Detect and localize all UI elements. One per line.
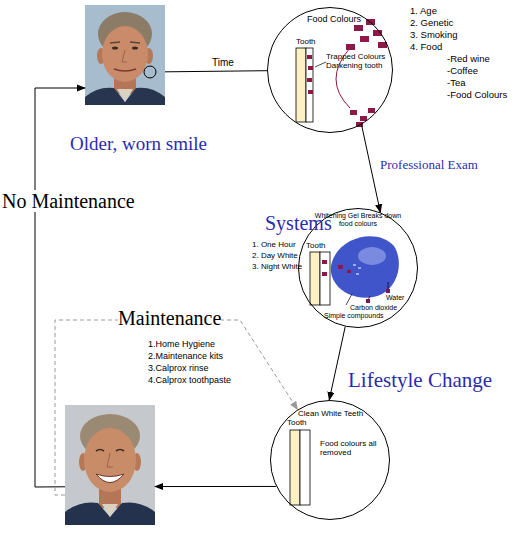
- jacket: [85, 88, 165, 105]
- leader-lines: [346, 282, 388, 305]
- mouth: [114, 69, 136, 71]
- cause-item: 2. Genetic: [410, 18, 453, 28]
- cause-item: 1. Age: [410, 6, 437, 16]
- tooth-enamel: [310, 252, 320, 305]
- circle-heading: Food Colours: [307, 14, 361, 24]
- system-item: 1. One Hour: [252, 241, 296, 250]
- maintenance-item: 1.Home Hygiene: [148, 340, 215, 350]
- part-label: Tooth: [306, 242, 326, 251]
- older-man-photo: [85, 5, 165, 105]
- photo-node: Older, worn smile: [85, 5, 165, 105]
- maintenance-item: 4.Calprox toothpaste: [148, 376, 231, 386]
- flow-connector: [329, 327, 345, 400]
- eye: [132, 47, 138, 50]
- eyes: [96, 450, 124, 452]
- photo-background: [65, 405, 155, 525]
- system-item: 3. Night White: [252, 263, 302, 272]
- nose: [107, 453, 113, 467]
- breakdown-dashes: [353, 265, 361, 274]
- leader-line: [315, 62, 326, 67]
- stain-particle: [307, 78, 312, 82]
- photo-background: [85, 5, 165, 105]
- cause-item: 4. Food: [410, 42, 442, 52]
- stain-particle: [308, 90, 313, 94]
- part-label: Tooth: [287, 419, 307, 428]
- food-item: -Food Colours: [447, 90, 507, 100]
- cause-item: 3. Smoking: [410, 30, 458, 40]
- product-label: Water: [386, 294, 404, 302]
- tooth-surface: [320, 252, 330, 305]
- food-item: -Coffee: [447, 66, 478, 76]
- face: [102, 26, 148, 82]
- edge-label: Maintenance: [118, 307, 221, 329]
- tooth-enamel: [296, 48, 306, 122]
- shirt-collar: [117, 89, 133, 102]
- product-label: Carbon dioxide: [350, 304, 397, 312]
- smile: [96, 474, 124, 483]
- colour-particle: [360, 36, 369, 42]
- stain-particle: [338, 265, 343, 269]
- section-heading: Systems: [265, 212, 332, 234]
- edge-label: Lifestyle Change: [348, 369, 492, 392]
- zoom-marker: [144, 66, 156, 78]
- flow-connector: [55, 320, 298, 495]
- clean-tooth-illustration: [290, 430, 310, 505]
- callout-text: Food colours all removed: [320, 440, 386, 458]
- edge-label: Professional Exam: [380, 158, 478, 172]
- zoom-circle: Clean White TeethToothFood colours all r…: [270, 400, 390, 520]
- colour-particle: [346, 44, 355, 50]
- whitening-gel: [331, 236, 399, 297]
- water-particle: [386, 289, 390, 293]
- tooth-surface: [300, 430, 310, 505]
- stain-particle: [307, 55, 312, 59]
- colour-particle: [360, 116, 367, 121]
- stain-particle: [347, 270, 351, 273]
- callout-text: Trapped Colours Darkening tooth: [326, 53, 388, 71]
- maintenance-item: 2.Maintenance kits: [148, 352, 223, 362]
- flow-connector: [362, 125, 381, 213]
- food-item: -Red wine: [447, 54, 490, 64]
- flow-connector: [155, 486, 276, 487]
- circle-outline: [268, 8, 393, 133]
- photo-node: [65, 405, 155, 525]
- tooth-surface: [306, 48, 313, 122]
- stain-particle: [322, 272, 327, 276]
- happy-man-photo: [65, 405, 155, 525]
- food-item: -Tea: [447, 78, 465, 88]
- stained-tooth-illustration: [296, 19, 387, 127]
- face: [84, 428, 136, 492]
- maintenance-item: 3.Calprox rinse: [148, 364, 209, 374]
- colour-particle: [368, 108, 375, 113]
- stain-particle: [308, 66, 313, 70]
- flow-connector: [165, 71, 267, 72]
- edge-label: No Maintenance: [2, 190, 135, 212]
- circle-outline: [271, 401, 390, 520]
- gel-highlight: [358, 247, 386, 265]
- system-item: 2. Day White: [252, 252, 298, 261]
- product-label: Simple compounds: [324, 312, 384, 320]
- tooth-enamel: [290, 430, 300, 505]
- colour-particle: [354, 25, 363, 31]
- edge-label: Time: [212, 57, 234, 68]
- circle-outline: [267, 7, 393, 133]
- eye: [112, 47, 118, 50]
- colour-particle: [350, 110, 357, 115]
- stain-particle: [322, 260, 327, 264]
- jacket: [65, 502, 155, 525]
- part-label: Tooth: [296, 38, 316, 47]
- zoom-circle: Food ColoursToothTrapped Colours Darkeni…: [267, 7, 393, 133]
- eyebrows: [110, 42, 140, 43]
- nose: [122, 50, 127, 62]
- shirt-collar: [102, 504, 118, 517]
- co2-particle: [366, 299, 370, 303]
- colour-particle: [378, 42, 387, 48]
- photo-caption: Older, worn smile: [70, 133, 207, 154]
- circle-heading: Clean White Teeth: [298, 410, 363, 419]
